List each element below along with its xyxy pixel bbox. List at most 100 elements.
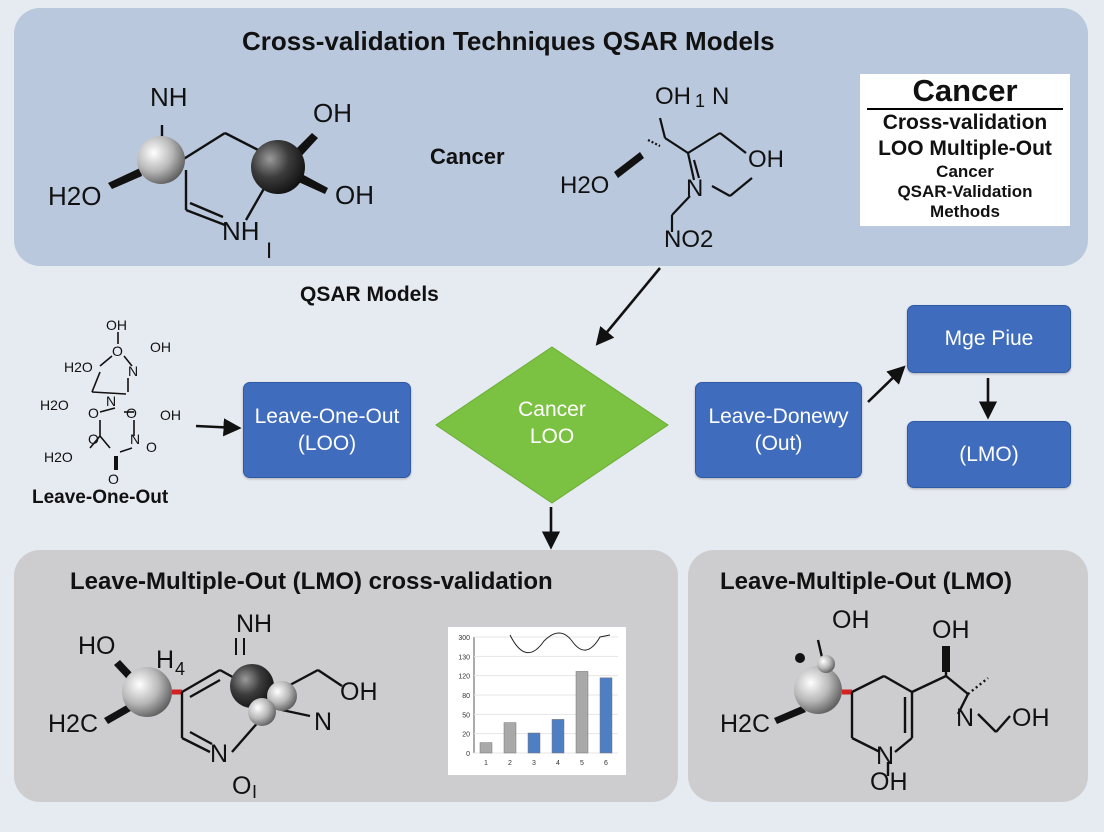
bottom-right-molecule <box>774 639 1011 776</box>
chart-y-tick-label: 300 <box>458 635 470 642</box>
chart-x-tick-label: 2 <box>508 760 512 767</box>
sm-oh-n: OH <box>150 339 171 355</box>
chart-y-tick-label: 130 <box>458 654 470 661</box>
mol1-nh-sub: I <box>266 238 272 263</box>
atom-light-sphere <box>137 136 185 184</box>
lmo-box-label: (LMO) <box>959 442 1019 466</box>
mol1-h2o: H2O <box>48 181 101 211</box>
br-n1: N <box>956 704 974 732</box>
top-molecule-2 <box>614 117 753 232</box>
sm-o3: O <box>126 405 137 421</box>
chart-y-tick-label: 80 <box>462 693 470 700</box>
atom-dark-dot-br <box>795 653 805 663</box>
donewy-box-line-1: Leave-Donewy <box>708 404 849 428</box>
br-oh2: OH <box>932 616 970 644</box>
chart-x-tick-label: 4 <box>556 760 560 767</box>
sm-o4: O <box>88 431 99 447</box>
arrow-mol-to-loo <box>195 418 242 437</box>
bl-o1: O <box>232 772 251 800</box>
lmo-box: (LMO) <box>907 421 1071 488</box>
sm-no: N <box>130 431 140 447</box>
loo-box-line-1: Leave-One-Out <box>254 404 400 428</box>
bl-h4: H <box>156 646 174 674</box>
chart-y-tick-label: 120 <box>458 674 470 681</box>
loo-box-line-2: (LOO) <box>297 432 357 455</box>
chart-y-tick-label: 20 <box>462 732 470 739</box>
sm-o1: O <box>112 343 123 359</box>
atom-small-sphere-2 <box>248 698 276 726</box>
diamond-line-1: Cancer <box>518 398 586 421</box>
chart-bar <box>503 722 517 754</box>
mol2-n-mid: N <box>686 175 703 202</box>
sm-n2: N <box>106 393 116 409</box>
mol1-nh-bottom: NH <box>222 216 260 246</box>
br-h2c: H2C <box>720 710 770 738</box>
bl-h4-sub: 4 <box>175 659 185 679</box>
chart-bar <box>479 742 493 754</box>
legend-line-3: Cancer <box>936 162 994 181</box>
bottom-right-panel <box>688 550 1088 802</box>
mge-box-label: Mge Piue <box>944 327 1034 351</box>
sm-o-no: O <box>146 439 157 455</box>
atom-light-sphere-bl <box>122 667 172 717</box>
diamond-line-2: LOO <box>529 425 575 449</box>
atom-tiny-sphere-br <box>817 655 835 673</box>
chart-x-tick-label: 6 <box>604 760 608 767</box>
chart-x-tick-label: 5 <box>580 760 584 767</box>
mol2-oh-right: OH <box>748 146 784 173</box>
sm-h2o-2: H2O <box>40 397 69 413</box>
mol1-oh-top: OH <box>313 98 352 128</box>
chart-bar <box>599 677 613 754</box>
bl-nh: NH <box>236 610 272 638</box>
bl-n1: N <box>210 740 228 768</box>
lmo-title: Leave-Multiple-Out (LMO) <box>720 568 1012 595</box>
sm-oh-top: OH <box>106 317 127 333</box>
chart-bar <box>527 732 541 754</box>
chart-trend-curve <box>509 632 611 653</box>
mol2-no2: NO2 <box>664 226 713 253</box>
atom-light-sphere-br <box>794 666 842 714</box>
qsar-models-label: QSAR Models <box>300 283 439 306</box>
legend-line-4: QSAR-Validation <box>897 182 1033 201</box>
sm-oh-mid: OH <box>160 407 181 423</box>
top-center-label: Cancer <box>430 144 505 169</box>
br-n2: N <box>876 742 894 770</box>
arrow-top-to-diamond <box>595 267 662 346</box>
bl-n2: N <box>314 708 332 736</box>
sm-o-bottom: O <box>108 471 119 487</box>
sm-n1: N <box>128 363 138 379</box>
decision-diamond <box>435 346 669 504</box>
legend-line-2: LOO Multiple-Out <box>878 137 1052 160</box>
mol2-oh-sub: 1 <box>695 91 705 111</box>
mol1-oh-right: OH <box>335 180 374 210</box>
legend-line-1: Cross-validation <box>882 111 1048 134</box>
br-oh1: OH <box>832 606 870 634</box>
br-oh4: OH <box>870 768 908 796</box>
main-title: Cross-validation Techniques QSAR Models <box>242 26 775 56</box>
atom-dark-sphere <box>251 140 305 194</box>
diamond-label: Cancer LOO <box>492 396 612 451</box>
small-molecule <box>89 332 135 470</box>
atom-dark-sphere-bl <box>230 664 274 708</box>
legend-box: Cancer Cross-validation LOO Multiple-Out… <box>860 74 1070 226</box>
mol1-nh: NH <box>150 82 188 112</box>
chart-x-tick-label: 3 <box>532 760 536 767</box>
mol2-h2o: H2O <box>560 172 609 199</box>
chart-bar <box>575 671 589 754</box>
bl-h2c: H2C <box>48 710 98 738</box>
chart-y-tick-label: 50 <box>462 712 470 719</box>
leave-donewy-box: Leave-Donewy (Out) <box>695 382 862 478</box>
bl-ho: HO <box>78 632 116 660</box>
chart-y-tick-label: 0 <box>466 751 470 758</box>
mol2-n-top: N <box>712 83 729 110</box>
lmo-cross-validation-title: Leave-Multiple-Out (LMO) cross-validatio… <box>70 568 553 595</box>
br-oh3: OH <box>1012 704 1050 732</box>
legend-line-5: Methods <box>930 202 1000 221</box>
chart-bar <box>551 719 565 754</box>
legend-title: Cancer <box>867 74 1063 110</box>
leave-one-out-caption: Leave-One-Out <box>32 487 169 508</box>
sm-h2o-1: H2O <box>64 359 93 375</box>
